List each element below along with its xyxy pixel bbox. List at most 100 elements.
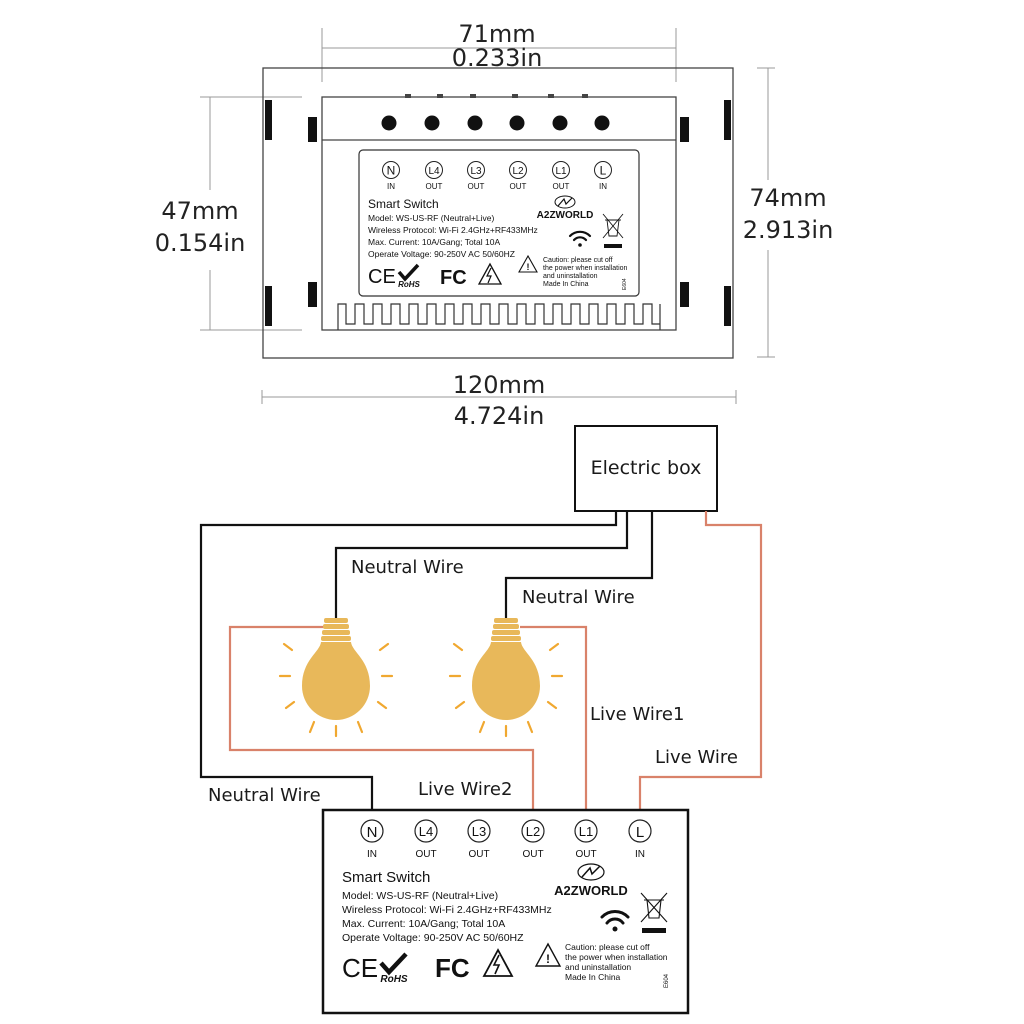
bottom-made-in: Made In China [565, 972, 621, 982]
right-mm-label: 74mm [749, 184, 826, 212]
top-made-in: Made In China [543, 281, 589, 288]
live-wire-2-label: Live Wire2 [418, 779, 512, 800]
dimension-drawing: 71mm 0.233in 47mm 0.154in 74mm 2.913in 1… [155, 20, 834, 430]
svg-text:A2ZWORLD: A2ZWORLD [554, 883, 628, 898]
terminal-L1: L1 OUT [574, 819, 598, 860]
top-label-title: Smart Switch [368, 197, 439, 211]
svg-text:OUT: OUT [553, 182, 570, 191]
svg-text:L: L [636, 824, 644, 841]
svg-text:OUT: OUT [575, 849, 596, 860]
bottom-switch-panel [321, 808, 690, 1015]
high-voltage-icon-bottom [482, 948, 514, 977]
terminal-L4-top: L4 OUT [425, 161, 443, 191]
neutral-wire-label-1: Neutral Wire [351, 557, 464, 578]
live-wire-label: Live Wire [655, 747, 738, 768]
live-wire-1-label: Live Wire1 [590, 704, 684, 725]
svg-text:L2: L2 [526, 824, 540, 839]
check-mark-icon-top [397, 263, 420, 282]
bottom-mm-label: 120mm [453, 371, 546, 399]
svg-text:N: N [387, 164, 396, 178]
svg-text:OUT: OUT [468, 182, 485, 191]
svg-text:L4: L4 [419, 824, 433, 839]
light-bulb-right [448, 616, 564, 738]
bottom-caution-2: the power when installation [565, 952, 668, 962]
rohs-mark-top: RoHS [398, 280, 420, 289]
top-terminal-row: N IN L4 OUT L3 OUT L2 OUT L1 OUT [382, 161, 612, 191]
svg-text:L2: L2 [512, 166, 524, 177]
svg-text:IN: IN [635, 849, 645, 860]
top-label-panel [358, 149, 640, 297]
bottom-label-voltage: Operate Voltage: 90-250V AC 50/60HZ [342, 932, 524, 944]
svg-text:L4: L4 [428, 166, 440, 177]
faceplate-outline [262, 67, 734, 359]
top-label-current: Max. Current: 10A/Gang; Total 10A [368, 237, 500, 247]
svg-text:OUT: OUT [510, 182, 527, 191]
rohs-mark-bottom: RoHS [380, 974, 408, 985]
terminal-L2: L2 OUT [521, 819, 545, 860]
caution-icon-bottom: ! [534, 942, 562, 967]
fc-mark-bottom: FC [435, 953, 470, 983]
svg-text:IN: IN [367, 849, 377, 860]
bottom-code: E604 [664, 973, 670, 988]
fc-mark-top: FC [440, 267, 467, 289]
svg-text:L3: L3 [472, 824, 486, 839]
top-caution-2: the power when installation [543, 265, 628, 272]
bottom-label-model: Model: WS-US-RF (Neutral+Live) [342, 890, 498, 902]
top-label-protocol: Wireless Protocol: Wi-Fi 2.4GHz+RF433MHz [368, 225, 538, 235]
terminal-L1-top: L1 OUT [552, 161, 570, 191]
left-mm-label: 47mm [161, 197, 238, 225]
terminal-L4: L4 OUT [414, 819, 438, 860]
svg-text:IN: IN [387, 182, 395, 191]
svg-text:L: L [600, 164, 607, 178]
svg-text:L1: L1 [555, 166, 567, 177]
wiring-diagram: Electric box Neutral Wire Neutral Wire L… [199, 425, 763, 1015]
bottom-caution-3: and uninstallation [565, 962, 631, 972]
top-label-voltage: Operate Voltage: 90-250V AC 50/60HZ [368, 249, 515, 259]
wifi-icon-top [568, 230, 592, 247]
terminal-L2-top: L2 OUT [509, 161, 527, 191]
weee-bin-icon-bottom [640, 892, 668, 933]
svg-text:OUT: OUT [522, 849, 543, 860]
top-caution-1: Caution: please cut off [543, 257, 613, 264]
top-mm-label: 71mm [458, 20, 535, 48]
live-wires [228, 511, 763, 825]
weee-bin-icon-top [602, 213, 624, 248]
neutral-wires [199, 511, 654, 825]
wifi-icon-bottom [600, 910, 630, 932]
caution-icon-top: ! [518, 254, 538, 273]
terminal-L3-top: L3 OUT [467, 161, 485, 191]
bottom-label-title: Smart Switch [342, 869, 430, 886]
neutral-wire-label-2: Neutral Wire [522, 587, 635, 608]
terminal-L-top: L IN [594, 161, 612, 191]
right-in-label: 2.913in [743, 216, 834, 244]
bottom-caution-1: Caution: please cut off [565, 942, 650, 952]
terminal-N: N IN [360, 819, 384, 860]
svg-text:L1: L1 [579, 824, 593, 839]
terminal-L3: L3 OUT [467, 819, 491, 860]
ce-mark-bottom: CE [342, 953, 378, 983]
left-in-label: 0.154in [155, 229, 246, 257]
brand-logo-bottom: A2ZWORLD [554, 863, 628, 898]
svg-text:L3: L3 [470, 166, 482, 177]
electric-box [574, 425, 718, 512]
top-caution-3: and uninstallation [543, 273, 598, 280]
check-mark-icon-bottom [379, 952, 408, 976]
svg-text:OUT: OUT [468, 849, 489, 860]
neutral-wire-label-3: Neutral Wire [208, 785, 321, 806]
switch-body [321, 96, 677, 331]
bottom-terminal-row: N IN L4 OUT L3 OUT L2 OUT L1 OUT [360, 819, 652, 860]
bottom-label-protocol: Wireless Protocol: Wi-Fi 2.4GHz+RF433MHz [342, 904, 552, 916]
svg-text:N: N [367, 824, 378, 841]
top-label-model: Model: WS-US-RF (Neutral+Live) [368, 213, 495, 223]
terminal-N-top: N IN [382, 161, 400, 191]
bottom-label-current: Max. Current: 10A/Gang; Total 10A [342, 918, 505, 930]
svg-text:!: ! [527, 262, 530, 272]
svg-text:A2ZWORLD: A2ZWORLD [537, 210, 594, 221]
svg-text:IN: IN [599, 182, 607, 191]
bottom-in-label: 4.724in [454, 402, 545, 430]
top-in-label: 0.233in [452, 44, 543, 72]
top-code: E604 [622, 278, 628, 290]
brand-logo-top: A2ZWORLD [537, 195, 594, 221]
terminal-L: L IN [628, 819, 652, 860]
